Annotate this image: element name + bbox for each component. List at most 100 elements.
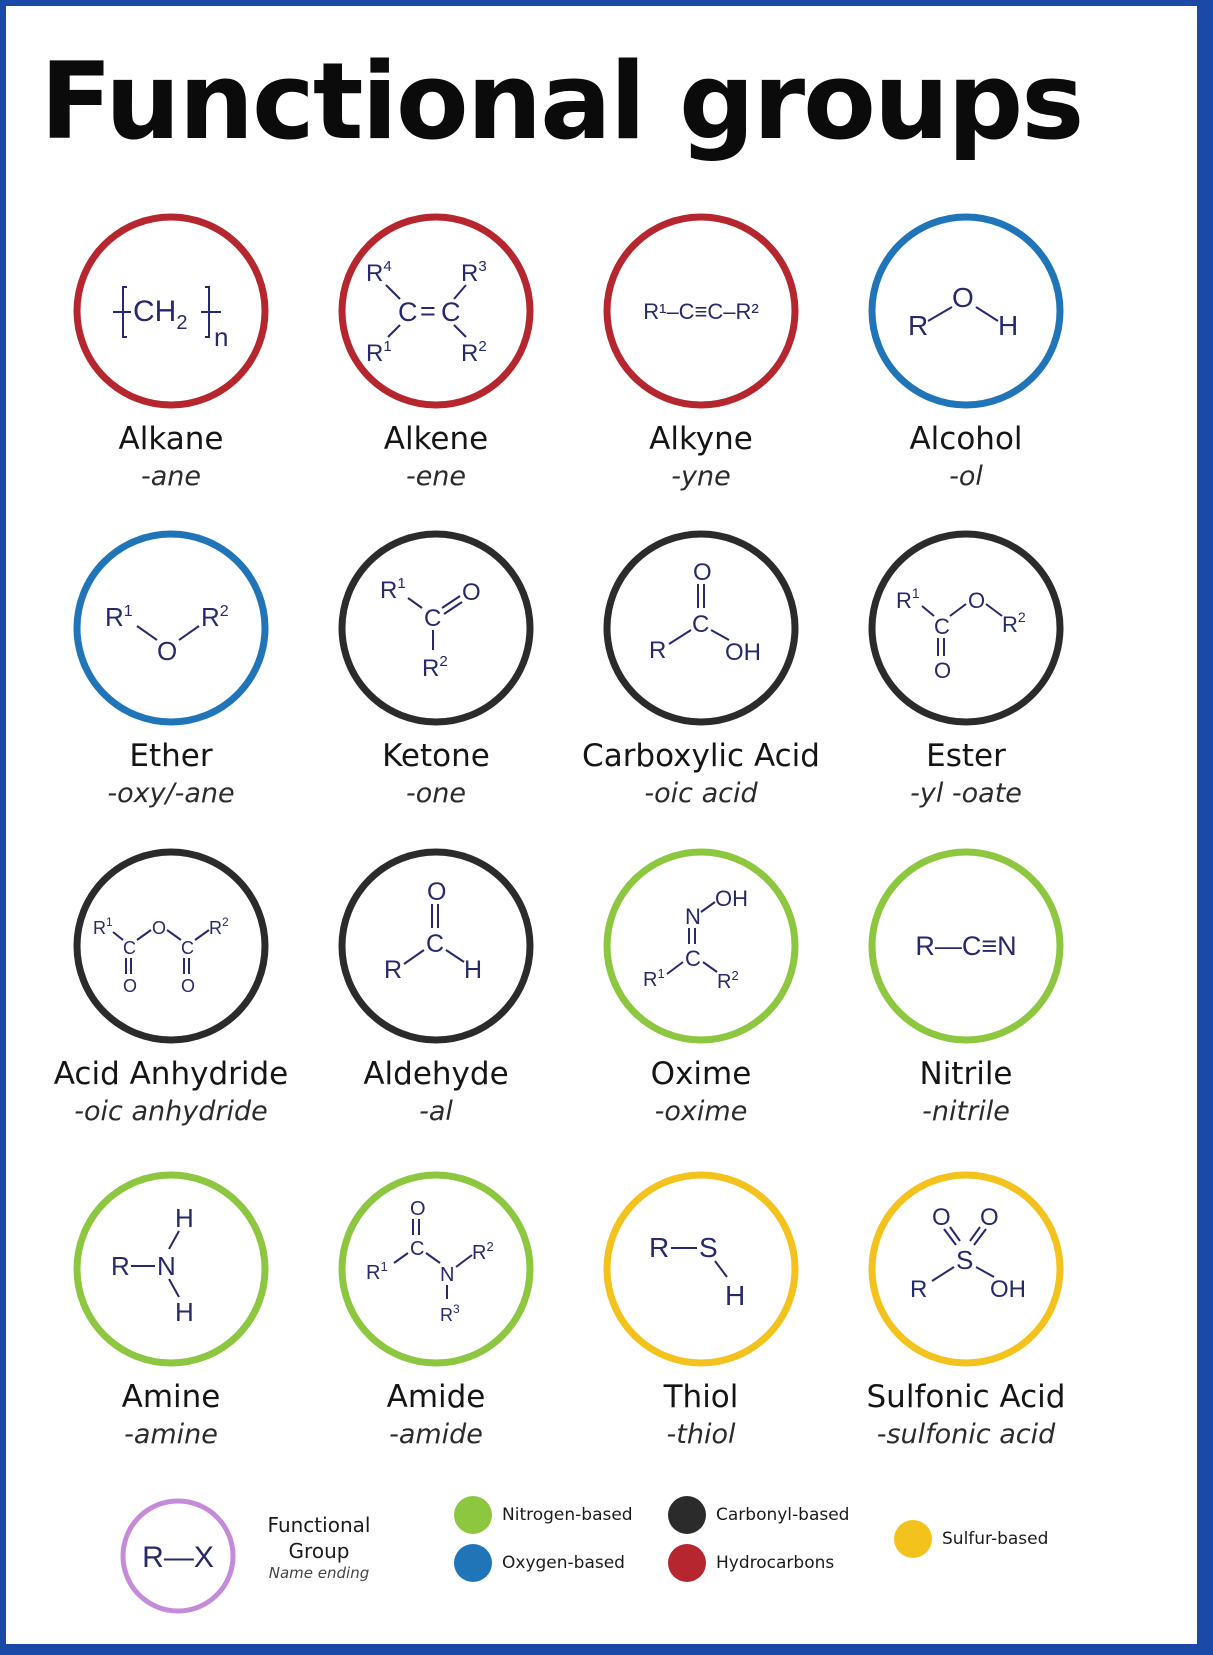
ether-structure: R1 O R2 [73, 530, 269, 726]
group-card-nitrile: R—C≡N Nitrile -nitrile [826, 846, 1106, 1156]
amine-structure: H R N H [73, 1171, 269, 1367]
legend-key-subtitle: Name ending [268, 1564, 370, 1582]
svg-text:R3: R3 [461, 258, 487, 287]
group-name: Sulfonic Acid [866, 1379, 1066, 1415]
svg-text:C: C [426, 930, 444, 958]
legend-swatch-sulfur: Sulfur-based [894, 1520, 1048, 1558]
svg-text:OH: OH [715, 886, 748, 911]
alcohol-structure: R O H [868, 213, 1064, 409]
svg-text:R1: R1 [380, 575, 406, 604]
group-card-alkyne: R¹–C≡C–R² Alkyne -yne [561, 211, 841, 521]
svg-text:H: H [464, 956, 482, 984]
svg-text:C: C [441, 297, 461, 327]
group-card-amine: H R N H Amine -amine [31, 1169, 311, 1479]
svg-text:R: R [111, 1251, 130, 1281]
group-ending: -ene [405, 461, 467, 492]
group-ending: -yl -oate [910, 778, 1022, 809]
group-ending: -nitrile [922, 1096, 1010, 1127]
svg-text:O: O [152, 918, 166, 938]
legend-example-formula: R—X [142, 1541, 214, 1574]
svg-text:C: C [692, 611, 709, 638]
group-ending: -thiol [666, 1419, 736, 1450]
svg-text:R1: R1 [643, 966, 665, 991]
svg-text:O: O [952, 282, 974, 313]
group-card-alkane: CH2 n Alkane -ane [31, 211, 311, 521]
svg-text:R: R [649, 637, 666, 664]
oxygen-color-dot [454, 1544, 492, 1582]
svg-text:R: R [910, 1276, 927, 1303]
svg-text:R1: R1 [366, 1259, 388, 1284]
svg-text:R1: R1 [93, 915, 113, 938]
group-card-sulfonic-acid: O O S R OH Sulfonic Acid -sulfonic acid [826, 1169, 1106, 1479]
group-ending: -ol [949, 461, 983, 492]
svg-text:R2: R2 [472, 1239, 494, 1264]
group-ending: -oic anhydride [74, 1096, 268, 1127]
sulfonic-acid-structure: O O S R OH [868, 1171, 1064, 1367]
group-name: Ketone [382, 738, 490, 774]
svg-text:O: O [934, 658, 951, 683]
legend-key-title: Functional Group [267, 1513, 371, 1563]
group-name: Carboxylic Acid [582, 738, 820, 774]
svg-text:O: O [427, 878, 446, 906]
svg-text:C: C [123, 938, 136, 958]
svg-text:H: H [175, 1203, 194, 1233]
legend-label: Oxygen-based [502, 1553, 625, 1573]
svg-text:R2: R2 [1002, 609, 1026, 637]
alkane-structure: CH2 n [73, 213, 269, 409]
group-name: Amine [121, 1379, 221, 1415]
group-ending: -amide [389, 1419, 483, 1450]
group-card-ester: R1 C O R2 O Ester -yl -oate [826, 528, 1106, 838]
group-card-amide: O C R1 N R2 R3 Amide -amide [296, 1169, 576, 1479]
group-name: Amide [386, 1379, 486, 1415]
hydrocarbon-color-dot [668, 1544, 706, 1582]
svg-text:R4: R4 [366, 258, 392, 287]
group-name: Alkane [118, 421, 224, 457]
svg-text:S: S [956, 1245, 973, 1275]
group-ending: -al [419, 1096, 453, 1127]
svg-text:R2: R2 [717, 968, 739, 993]
svg-text:O: O [932, 1204, 951, 1231]
svg-text:R: R [908, 310, 928, 341]
svg-text:O: O [181, 976, 195, 996]
svg-text:O: O [980, 1204, 999, 1231]
legend-example-ring: R—X [120, 1498, 236, 1614]
page-title: Functional groups [40, 40, 1084, 163]
svg-text:R2: R2 [422, 653, 448, 682]
svg-text:O: O [968, 588, 985, 613]
svg-text:n: n [214, 322, 228, 352]
svg-text:N: N [685, 904, 701, 929]
svg-text:H: H [175, 1297, 194, 1327]
carbonyl-color-dot [668, 1496, 706, 1534]
group-card-alkene: R4 R3 C = C R1 R2 Alkene -ene [296, 211, 576, 521]
svg-text:OH: OH [725, 639, 761, 666]
group-card-ether: R1 O R2 Ether -oxy/-ane [31, 528, 311, 838]
svg-text:R2: R2 [209, 915, 229, 938]
svg-text:R: R [384, 956, 402, 984]
svg-text:R—C≡N: R—C≡N [915, 931, 1016, 961]
svg-text:C: C [685, 946, 701, 971]
group-ending: -yne [671, 461, 731, 492]
group-name: Alkyne [649, 421, 753, 457]
svg-text:O: O [157, 636, 177, 666]
nitrogen-color-dot [454, 1496, 492, 1534]
group-ending: -amine [124, 1419, 218, 1450]
alkene-structure: R4 R3 C = C R1 R2 [338, 213, 534, 409]
svg-text:=: = [420, 296, 436, 326]
legend-key: Functional Group Name ending [254, 1512, 384, 1582]
svg-text:H: H [998, 310, 1018, 341]
group-ending: -oxy/-ane [107, 778, 235, 809]
svg-text:N: N [157, 1251, 176, 1281]
group-name: Thiol [663, 1379, 739, 1415]
group-name: Oxime [650, 1056, 752, 1092]
legend-swatch-hydrocarbons: Hydrocarbons [668, 1544, 834, 1582]
nitrile-structure: R—C≡N [868, 848, 1064, 1044]
carboxylic-acid-structure: O C R OH [603, 530, 799, 726]
group-ending: -oic acid [644, 778, 758, 809]
svg-text:R¹–C≡C–R²: R¹–C≡C–R² [643, 299, 759, 324]
svg-text:C: C [181, 938, 194, 958]
svg-text:C: C [410, 1238, 424, 1260]
group-card-aldehyde: O C R H Aldehyde -al [296, 846, 576, 1156]
svg-text:C: C [934, 614, 950, 639]
group-ending: -oxime [654, 1096, 748, 1127]
svg-text:C: C [398, 297, 418, 327]
